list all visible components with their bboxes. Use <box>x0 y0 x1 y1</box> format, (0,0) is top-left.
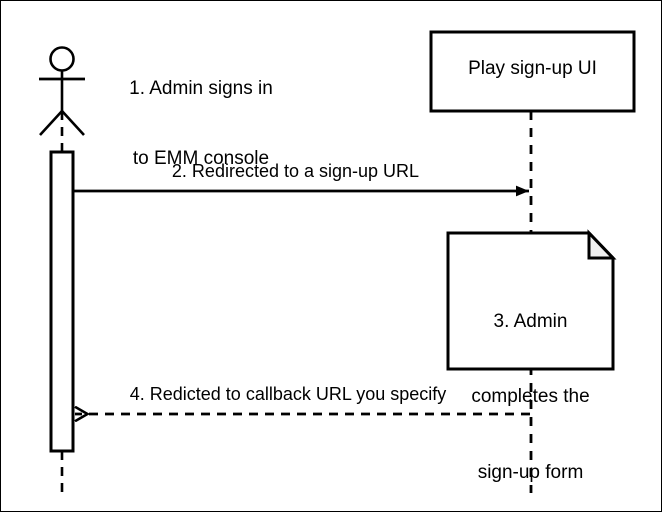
actor-caption-line-1: 1. Admin signs in <box>129 78 273 100</box>
note-text-line-3: sign-up form <box>477 462 584 484</box>
actor-caption-line-2: to EMM console <box>132 147 270 169</box>
actor-leg-left-line <box>39 110 63 136</box>
note-shape <box>446 229 617 371</box>
actor-caption: 1. Admin signs in to EMM console <box>101 31 301 216</box>
note-text-line-1: 3. Admin <box>493 310 568 332</box>
actor-head-icon <box>49 46 75 72</box>
note-text: 3. Admin completes the sign-up form <box>448 258 613 511</box>
admin-actor-figure <box>39 46 85 136</box>
note-text-line-2: completes the <box>471 386 590 408</box>
participant-box-play-sign-up-ui <box>429 30 636 113</box>
note-fold-icon <box>587 229 617 260</box>
message-4-label: 4. Redicted to callback URL you specify <box>129 384 447 404</box>
actor-leg-right-line <box>61 110 85 136</box>
actor-activation-bar <box>49 150 75 453</box>
participant-label: Play sign-up UI <box>468 58 597 79</box>
message-2-label: 2. Redirected to a sign-up URL <box>171 161 420 181</box>
note-body <box>446 231 615 371</box>
